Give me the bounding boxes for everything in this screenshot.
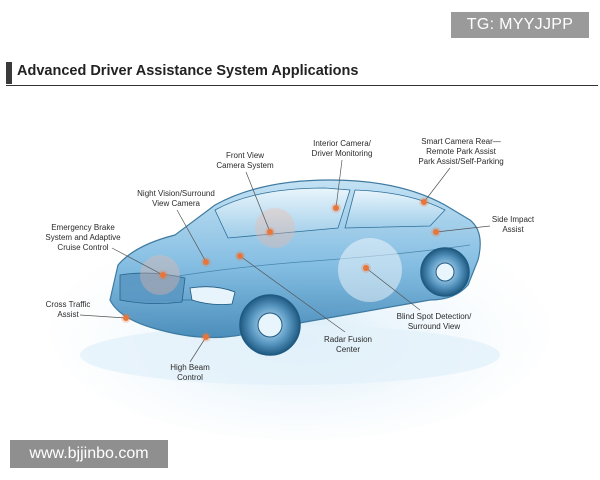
night-vision-dot xyxy=(203,259,209,265)
watermark-tg: TG: MYYJJPP xyxy=(451,12,589,38)
blind-spot-dot xyxy=(363,265,369,271)
side-window xyxy=(344,189,446,229)
emergency-brake-dot xyxy=(160,272,166,278)
leader-lines xyxy=(79,159,491,363)
watermark-url: www.bjjinbo.com xyxy=(10,440,168,468)
cross-traffic-dot xyxy=(123,315,129,321)
front-view-dot xyxy=(267,229,273,235)
rear-hub xyxy=(435,262,455,282)
headlight xyxy=(189,286,236,305)
label-cross-traffic: Cross Traffic Assist xyxy=(45,300,91,319)
rear-camera-dot xyxy=(421,199,427,205)
windshield xyxy=(214,187,351,239)
title-accent-bar xyxy=(6,62,12,84)
ground-shadow xyxy=(80,325,500,385)
title-divider xyxy=(6,85,598,86)
high-beam-dot xyxy=(203,334,209,340)
label-smart-camera-rear: Smart Camera Rear— Remote Park Assist Pa… xyxy=(418,137,504,166)
label-radar-fusion: Radar Fusion Center xyxy=(323,335,373,354)
front-hub xyxy=(257,312,283,338)
label-night-vision: Night Vision/Surround View Camera xyxy=(137,189,215,208)
label-high-beam: High Beam Control xyxy=(170,363,210,382)
label-front-view: Front View Camera System xyxy=(216,151,274,170)
grille xyxy=(119,272,186,304)
label-interior-camera: Interior Camera/ Driver Monitoring xyxy=(311,139,373,158)
front-camera-zone xyxy=(255,208,295,248)
interior-camera-dot xyxy=(333,205,339,211)
radar-dot xyxy=(237,253,243,259)
label-emergency-brake: Emergency Brake System and Adaptive Crui… xyxy=(45,223,121,252)
blind-spot-zone xyxy=(338,238,402,302)
label-blind-spot: Blind Spot Detection/ Surround View xyxy=(396,312,472,331)
side-impact-dot xyxy=(433,229,439,235)
page-title: Advanced Driver Assistance System Applic… xyxy=(17,63,359,79)
label-side-impact: Side Impact Assist xyxy=(491,215,535,234)
